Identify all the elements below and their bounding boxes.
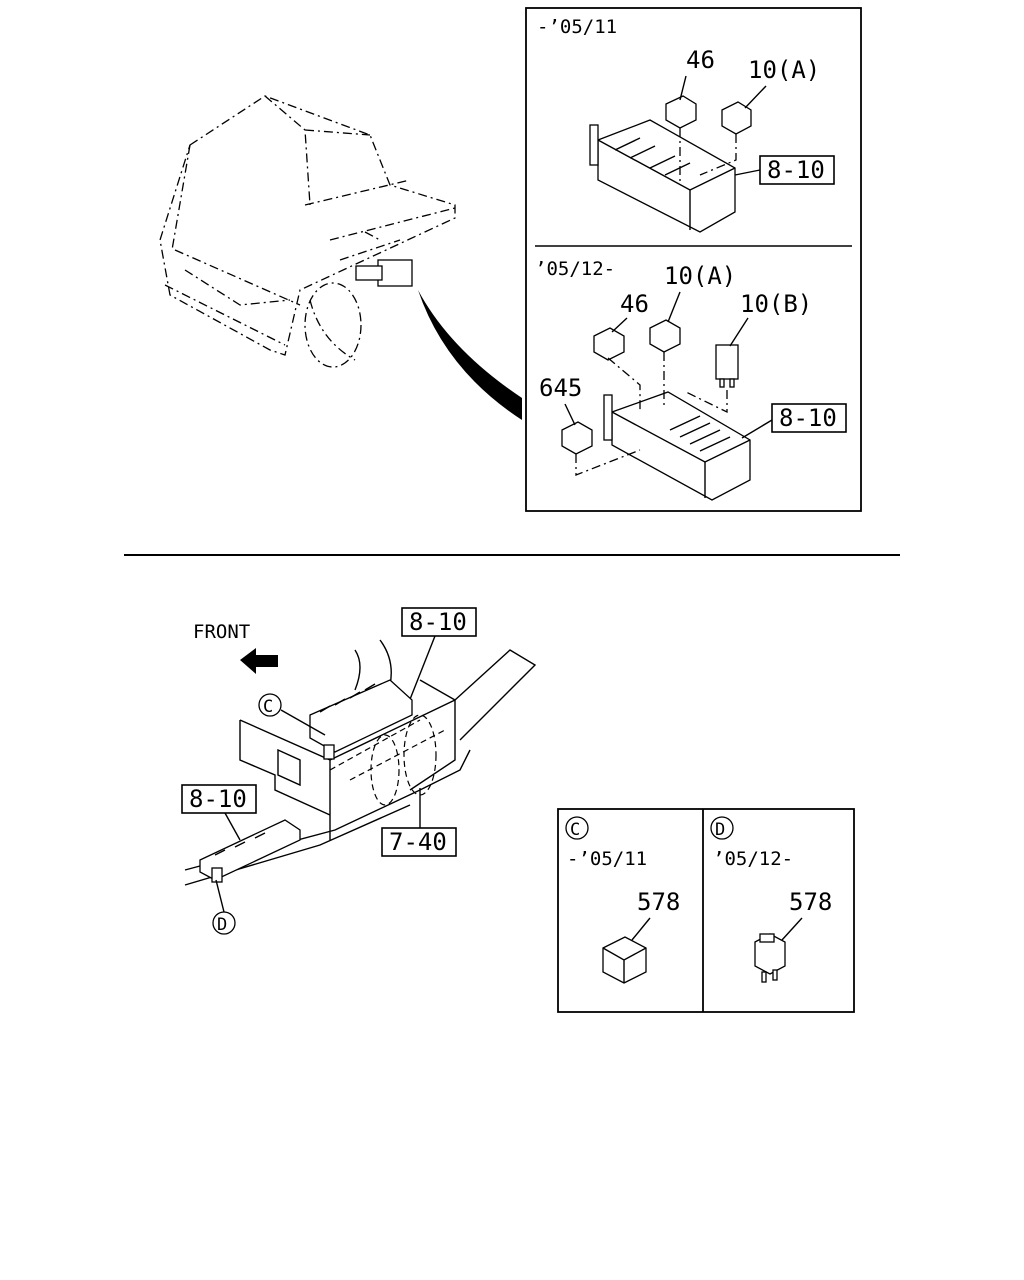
callout-c-circle: [258, 693, 282, 717]
chassis-illustration: FRONT 8-10 8-10 7-40 C: [181, 607, 537, 935]
front-arrow-icon: [240, 648, 278, 674]
relay-578-detail-panel: C -’05/11 578 D ’05/12- 578: [557, 808, 855, 1013]
label-46-late: 46: [620, 290, 649, 318]
relay-box-early: [589, 119, 737, 233]
detail-callout-c-circle: [565, 816, 589, 840]
relay-panel-top: -’05/11 46 10(A) 8-10 ’05/12- 10(A) 46 1…: [525, 7, 862, 512]
ref-box-8-10-early: [759, 155, 835, 185]
connector-arrow: [418, 290, 522, 420]
ref-8-10-early: 8-10: [767, 156, 825, 184]
detail-part-c: 578: [637, 888, 680, 916]
detail-callout-c: C: [570, 820, 580, 840]
detail-part-d: 578: [789, 888, 832, 916]
relay-645-late: [561, 403, 593, 455]
label-10a-early: 10(A): [748, 56, 820, 84]
relay-10a-late: [649, 291, 681, 353]
relay-10a-early: [721, 85, 767, 135]
ref-box-8-10-lower: [181, 784, 257, 814]
label-10a-late: 10(A): [664, 262, 736, 290]
truck-cab-illustration: [159, 95, 522, 420]
detail-callout-d: D: [715, 820, 725, 840]
ref-box-8-10-upper: [401, 607, 477, 637]
ref-8-10-upper: 8-10: [409, 608, 467, 636]
detail-callout-d-circle: [710, 816, 734, 840]
relay-box-late: [575, 352, 751, 501]
relay-46-early: [665, 75, 697, 129]
date-range-late: ’05/12-: [535, 258, 615, 280]
label-10b-late: 10(B): [740, 290, 812, 318]
callout-c: C: [263, 697, 273, 717]
callout-d: D: [217, 915, 227, 935]
label-46-early: 46: [686, 46, 715, 74]
ref-box-8-10-late: [771, 403, 847, 433]
label-645-late: 645: [539, 374, 582, 402]
ref-8-10-lower: 8-10: [189, 785, 247, 813]
ref-box-7-40: [381, 827, 457, 857]
relay-578-early: [602, 917, 651, 984]
ref-8-10-late: 8-10: [779, 404, 837, 432]
relay-578-late: [754, 917, 803, 983]
front-label: FRONT: [193, 621, 250, 643]
date-range-early: -’05/11: [537, 16, 617, 38]
detail-date-c: -’05/11: [567, 848, 647, 870]
relay-10b-late: [715, 317, 749, 388]
ref-7-40: 7-40: [389, 828, 447, 856]
detail-date-d: ’05/12-: [713, 848, 793, 870]
relay-46-late: [593, 317, 628, 361]
